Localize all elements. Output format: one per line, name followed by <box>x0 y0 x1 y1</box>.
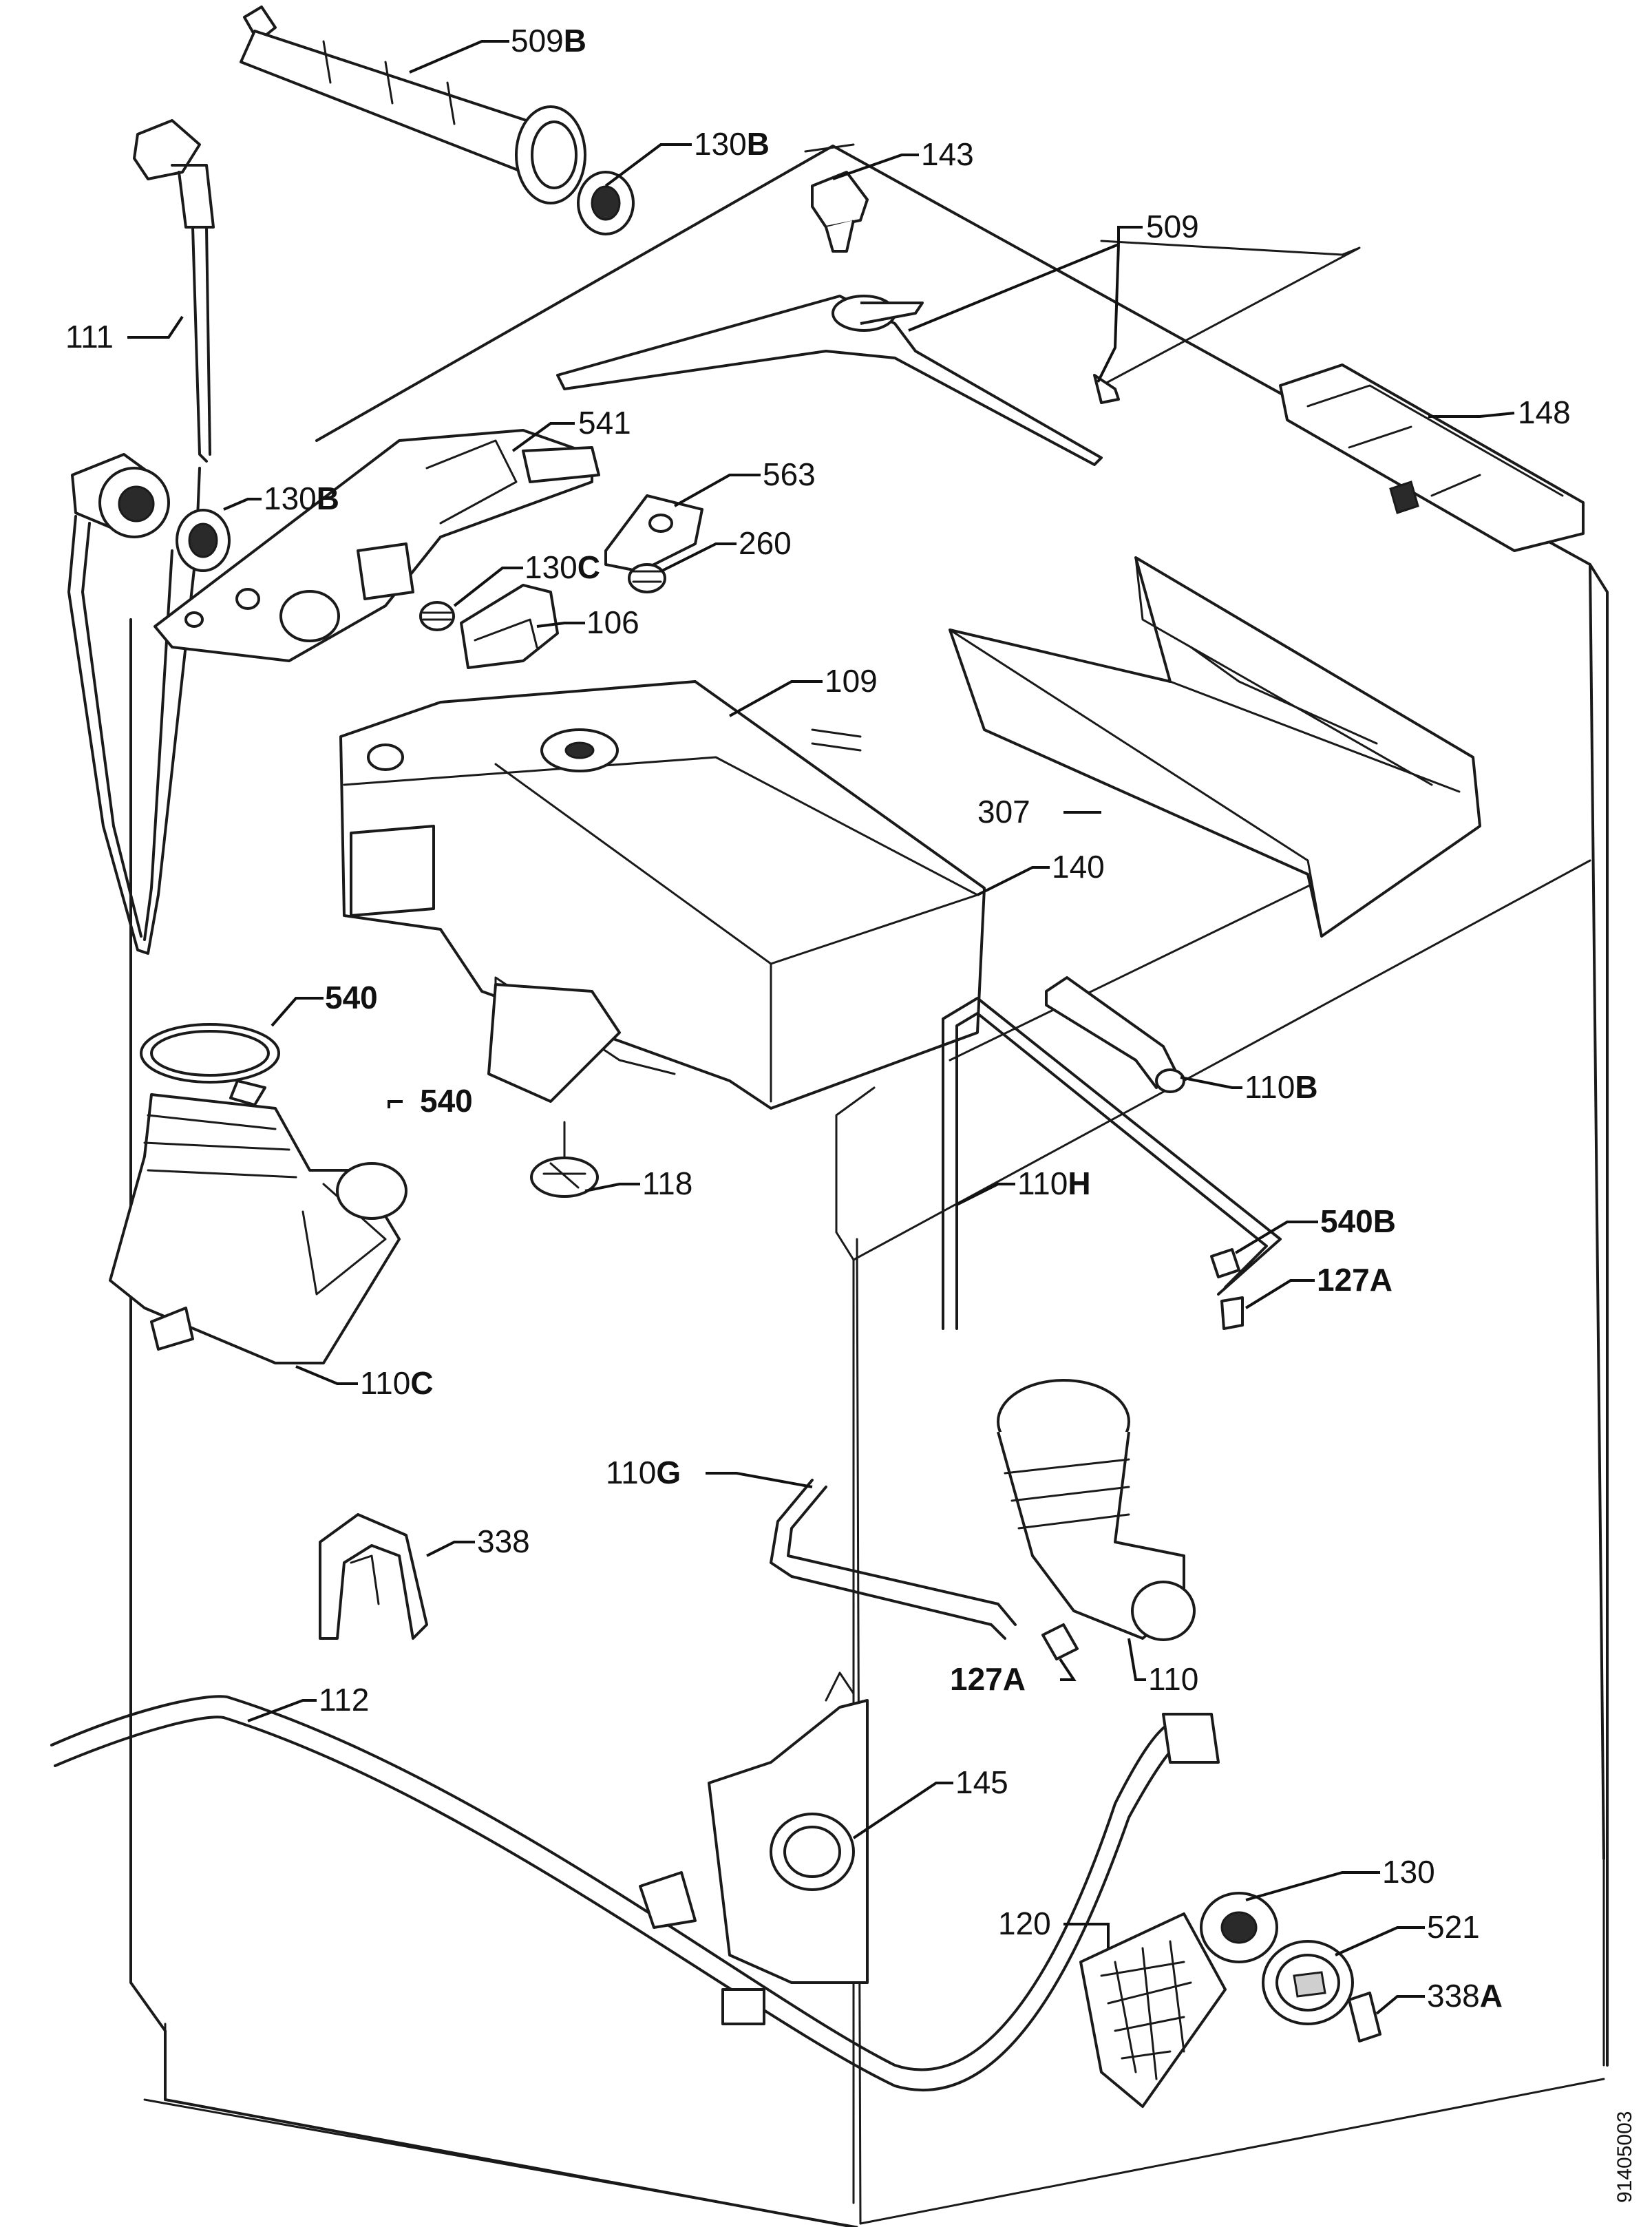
label-120: 120 <box>998 1906 1051 1941</box>
vent-hose-part <box>942 997 1282 1330</box>
label-143: 143 <box>921 136 974 172</box>
label-540-a: 540 <box>325 980 378 1015</box>
dispenser-cover-part <box>1279 363 1585 552</box>
label-140: 140 <box>1052 849 1105 885</box>
label-130B-mid: 130B <box>264 481 339 516</box>
label-509: 509 <box>1146 209 1199 244</box>
label-540B: 540B <box>1320 1203 1396 1239</box>
label-338A: 338A <box>1427 1978 1503 2014</box>
label-145: 145 <box>955 1764 1008 1800</box>
detergent-drawer-part <box>949 556 1481 938</box>
label-127A-bot: 127A <box>950 1661 1026 1697</box>
connector-part <box>1041 1623 1079 1660</box>
part-labels: 509B 130B 143 509 111 148 541 563 130B 2… <box>65 23 1571 2014</box>
hose-clip-part <box>319 1513 428 1640</box>
vent-tube-part <box>1045 976 1185 1093</box>
filter-clip-part <box>1348 1992 1381 2043</box>
label-307: 307 <box>977 794 1030 830</box>
label-110C: 110C <box>360 1365 434 1401</box>
label-106: 106 <box>586 604 639 640</box>
inlet-hose-part <box>67 119 215 955</box>
label-509B: 509B <box>511 23 586 59</box>
label-260: 260 <box>739 525 792 561</box>
solenoid-part <box>460 584 559 669</box>
valve-bracket-part <box>153 429 600 662</box>
hose-clamp-part <box>140 1023 280 1106</box>
seal-ring-part <box>577 171 635 235</box>
connecting-hose-part <box>770 1479 1017 1640</box>
label-112: 112 <box>319 1682 369 1718</box>
label-130C: 130C <box>525 549 600 585</box>
tank-hose-part <box>997 1379 1196 1641</box>
filter-part <box>1079 1912 1227 2108</box>
filter-cap-part <box>1262 1940 1354 2025</box>
label-109: 109 <box>825 663 878 699</box>
gear-nut-part <box>530 1121 599 1198</box>
label-127A-top: 127A <box>1317 1262 1392 1298</box>
label-130B-top: 130B <box>694 126 770 162</box>
leader-lines <box>127 40 1515 2015</box>
lever-arm-part <box>556 240 1361 466</box>
label-540-b: 540 <box>420 1083 473 1119</box>
label-521: 521 <box>1427 1909 1480 1945</box>
connector-part <box>1220 1296 1244 1330</box>
label-148: 148 <box>1518 394 1571 430</box>
drain-hose-part <box>50 1695 1220 2092</box>
label-338: 338 <box>477 1523 530 1559</box>
seal-ring-part <box>176 509 231 572</box>
spring-part <box>628 563 666 593</box>
filter-seal-part <box>1200 1892 1278 1963</box>
pump-housing-part <box>639 1671 869 2025</box>
knob-part <box>811 171 869 253</box>
seal-part <box>419 601 455 631</box>
label-563: 563 <box>763 456 816 492</box>
sump-hose-part <box>109 1093 407 1364</box>
label-110B: 110B <box>1245 1069 1318 1105</box>
dispenser-housing-part <box>339 680 986 1110</box>
label-118: 118 <box>642 1165 692 1201</box>
valve-cover-part <box>604 494 703 573</box>
label-111: 111 <box>65 319 114 355</box>
label-110: 110 <box>1148 1661 1198 1697</box>
label-130: 130 <box>1382 1854 1435 1890</box>
label-110H: 110H <box>1017 1165 1091 1201</box>
inlet-valve-body-part <box>240 6 586 204</box>
reference-code: 91405003 <box>1613 2111 1636 2203</box>
label-541: 541 <box>578 405 631 441</box>
clip-part <box>1210 1248 1240 1278</box>
label-110G: 110G <box>606 1455 681 1490</box>
